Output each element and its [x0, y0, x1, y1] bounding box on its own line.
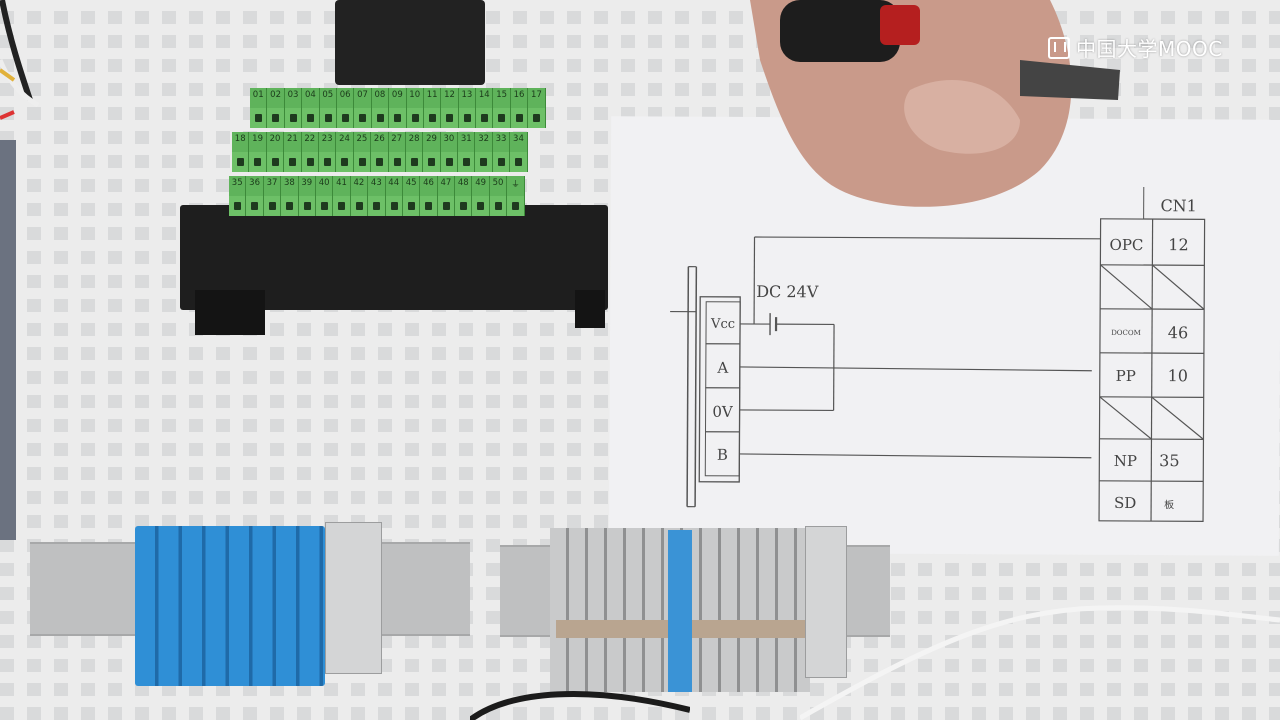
terminal-screws-2 [232, 152, 528, 172]
terminal-label: 26 [371, 132, 388, 152]
terminal-label: 02 [267, 88, 284, 108]
terminal-label: 43 [368, 176, 385, 196]
connector-foot-left [195, 290, 265, 335]
terminal-label: 46 [420, 176, 437, 196]
terminal-label: 04 [302, 88, 319, 108]
signal-sd: SD [1114, 494, 1136, 512]
terminal-label: 17 [528, 88, 545, 108]
terminal-label: 06 [337, 88, 354, 108]
terminal-label: 12 [441, 88, 458, 108]
signal-opc: OPC [1109, 236, 1143, 254]
signal-np: NP [1114, 452, 1137, 470]
terminal-0v-label: 0V [712, 403, 734, 421]
ground-terminal-label: ⏚ [507, 176, 524, 196]
terminal-vcc-label: Vcc [710, 317, 735, 332]
terminal-label: 23 [319, 132, 336, 152]
terminal-screws-1 [250, 108, 546, 128]
terminal-label: 11 [424, 88, 441, 108]
terminal-label: 29 [423, 132, 440, 152]
mooc-watermark: 中国大学MOOC [1048, 33, 1223, 62]
signal-docom: DOCOM [1111, 329, 1141, 337]
terminal-label: 22 [302, 132, 319, 152]
pin-pp: 10 [1168, 366, 1188, 385]
terminal-label: 19 [249, 132, 266, 152]
terminal-label: 44 [386, 176, 403, 196]
terminal-a-label: A [716, 359, 728, 377]
terminal-label: 36 [246, 176, 263, 196]
terminal-label: 13 [459, 88, 476, 108]
terminal-label: 34 [510, 132, 527, 152]
pin-opc: 12 [1168, 235, 1188, 254]
left-device-edge [0, 140, 16, 540]
terminal-label: 09 [389, 88, 406, 108]
mooc-logo-icon [1048, 37, 1070, 59]
terminal-label: 50 [490, 176, 507, 196]
pin-sd: 板 [1164, 498, 1174, 511]
terminal-label: 48 [455, 176, 472, 196]
terminal-label: 42 [351, 176, 368, 196]
cn1-header: CN1 [1160, 196, 1197, 215]
terminal-b-label: B [717, 446, 728, 464]
terminal-label: 24 [336, 132, 353, 152]
terminal-screws-3 [229, 196, 525, 216]
terminal-label: 08 [372, 88, 389, 108]
terminal-label: 16 [511, 88, 528, 108]
terminal-label: 47 [438, 176, 455, 196]
terminal-label: 25 [354, 132, 371, 152]
terminal-label: 45 [403, 176, 420, 196]
connector-plug [335, 0, 485, 85]
terminal-label: 14 [476, 88, 493, 108]
terminal-label: 18 [232, 132, 249, 152]
terminal-label: 32 [475, 132, 492, 152]
terminal-label: 20 [267, 132, 284, 152]
terminal-label: 33 [493, 132, 510, 152]
terminal-label: 30 [441, 132, 458, 152]
terminal-label: 15 [493, 88, 510, 108]
blue-block-end-clamp [325, 522, 382, 674]
terminal-label: 28 [406, 132, 423, 152]
terminal-row-3: 35 36 37 38 39 40 41 42 43 44 45 46 47 4… [229, 176, 525, 196]
terminal-label: 07 [354, 88, 371, 108]
watermark-text: 中国大学MOOC [1076, 33, 1223, 62]
terminal-label: 05 [320, 88, 337, 108]
terminal-label: 03 [285, 88, 302, 108]
blue-terminal-block [135, 526, 325, 686]
white-cable [800, 590, 1280, 720]
terminal-label: 31 [458, 132, 475, 152]
terminal-label: 40 [316, 176, 333, 196]
terminal-label: 21 [284, 132, 301, 152]
terminal-label: 10 [407, 88, 424, 108]
terminal-label: 37 [264, 176, 281, 196]
left-cable-bundle [0, 0, 40, 120]
terminal-label: 01 [250, 88, 267, 108]
supply-label: DC 24V [756, 282, 819, 301]
terminal-label: 35 [229, 176, 246, 196]
pin-np: 35 [1159, 451, 1179, 470]
terminal-row-2: 18 19 20 21 22 23 24 25 26 27 28 29 30 3… [232, 132, 528, 152]
terminal-label: 27 [389, 132, 406, 152]
blue-separator-strip [668, 530, 692, 692]
connector-foot-right [575, 290, 605, 328]
pin-docom: 46 [1168, 323, 1188, 342]
terminal-row-1: 01 02 03 04 05 06 07 08 09 10 11 12 13 1… [250, 88, 546, 108]
black-cable [470, 680, 690, 720]
terminal-label: 49 [472, 176, 489, 196]
terminal-label: 41 [333, 176, 350, 196]
signal-pp: PP [1116, 367, 1136, 385]
terminal-label: 38 [281, 176, 298, 196]
terminal-label: 39 [299, 176, 316, 196]
